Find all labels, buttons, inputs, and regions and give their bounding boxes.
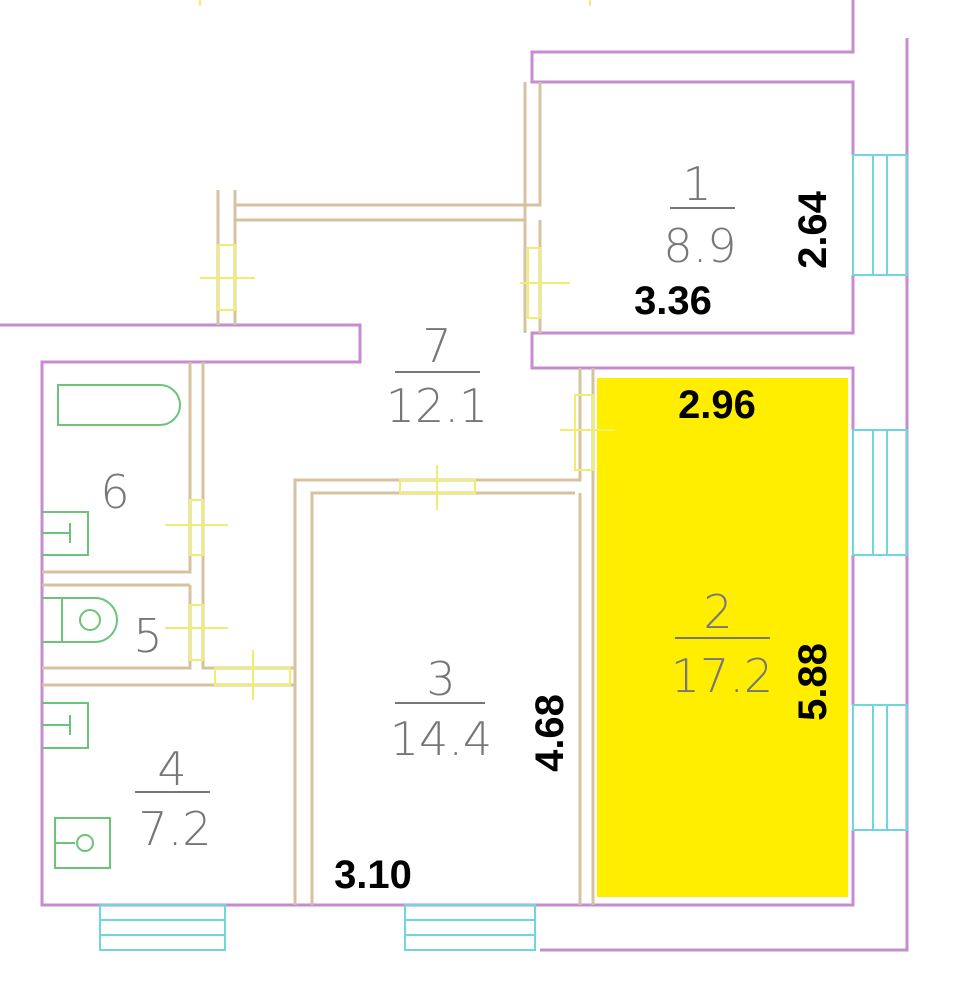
room-2-length: 5.88 xyxy=(791,643,835,721)
svg-text:7: 7 xyxy=(422,319,451,373)
room-2-width: 2.96 xyxy=(678,383,756,427)
svg-text:3: 3 xyxy=(426,652,455,706)
room-7-label: 7 12.1 xyxy=(386,319,488,433)
room-3-label: 3 14.4 xyxy=(390,652,492,766)
svg-text:4: 4 xyxy=(157,742,186,796)
room-3-length: 4.68 xyxy=(528,694,572,772)
svg-text:12.1: 12.1 xyxy=(386,379,488,433)
svg-text:2: 2 xyxy=(703,585,732,639)
toilet-icon xyxy=(42,597,118,643)
svg-text:14.4: 14.4 xyxy=(390,712,492,766)
outer-walls xyxy=(0,0,909,952)
sink-icon xyxy=(42,511,89,556)
windows xyxy=(99,154,908,951)
room-1-width: 3.36 xyxy=(634,279,712,323)
room-1-length: 2.64 xyxy=(791,190,835,269)
room-5-label: 5 xyxy=(133,609,162,663)
stove-icon xyxy=(54,817,111,869)
room-3-width: 3.10 xyxy=(334,853,412,897)
doors xyxy=(165,0,615,700)
svg-text:17.2: 17.2 xyxy=(671,649,773,703)
bathtub-icon xyxy=(57,384,181,426)
kitchen-sink-icon xyxy=(42,702,89,749)
room-2-label: 2 17.2 xyxy=(671,585,773,703)
svg-text:7.2: 7.2 xyxy=(138,802,211,856)
svg-text:1: 1 xyxy=(682,157,711,211)
room-1-label: 1 8.9 xyxy=(663,157,736,273)
room-6-label: 6 xyxy=(100,465,129,519)
room-4-label: 4 7.2 xyxy=(135,742,212,856)
svg-text:8.9: 8.9 xyxy=(663,219,736,273)
